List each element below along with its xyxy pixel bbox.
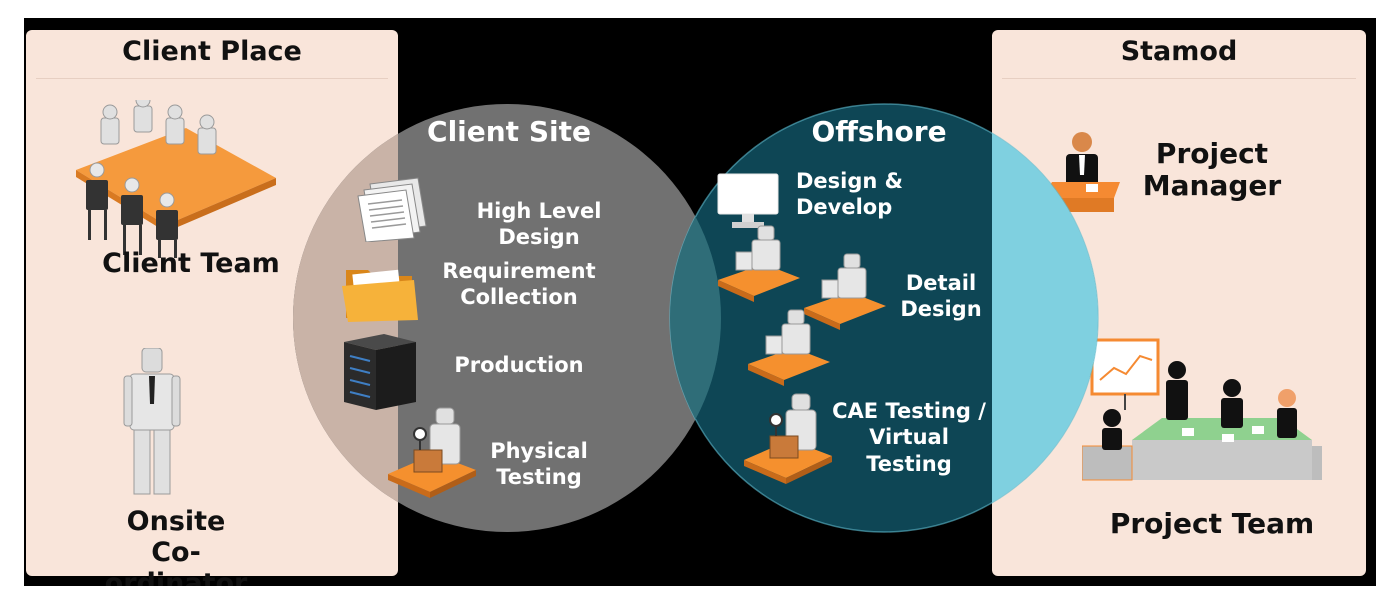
physical-line-2: Testing xyxy=(496,465,582,490)
cae-line-1: CAE Testing / xyxy=(832,399,986,423)
client-site-title: Client Site xyxy=(427,115,591,148)
coordinator-person-icon xyxy=(123,348,181,495)
design-line-2: Develop xyxy=(796,195,893,220)
detail-design-label: Detail Design xyxy=(896,270,986,323)
meeting-table-icon xyxy=(76,100,276,258)
cae-tester-desk-icon xyxy=(744,393,832,484)
high-level-design-label: High Level Design xyxy=(476,199,602,250)
workstations-icon xyxy=(718,225,886,386)
tester-desk-icon xyxy=(388,407,476,498)
divider xyxy=(1002,78,1356,79)
project-team-label: Project Team xyxy=(1109,507,1315,540)
client-team-label: Client Team xyxy=(102,248,280,279)
requirement-collection-label: Requirement Collection xyxy=(424,258,614,311)
design-line-1: Design & xyxy=(796,169,903,193)
project-team-icon xyxy=(1082,338,1322,481)
physical-line-1: Physical xyxy=(490,439,588,463)
stamod-title: Stamod xyxy=(1120,36,1238,67)
diagram-canvas: Client Place Client Team xyxy=(24,18,1376,586)
offshore-title: Offshore xyxy=(811,115,947,148)
requirement-line-2: Collection xyxy=(460,285,578,310)
stamod-panel: Stamod Project Manager xyxy=(992,30,1366,576)
requirement-line-1: Requirement xyxy=(442,259,596,283)
server-icon xyxy=(344,334,416,410)
cae-line-3: Testing xyxy=(866,451,952,476)
detail-line-1: Detail xyxy=(905,271,977,295)
project-manager-icon xyxy=(1042,132,1120,212)
offshore-circle-panel-overlap xyxy=(992,133,1098,503)
manager-line-2: Manager xyxy=(1142,169,1282,203)
coordinator-line-1: Onsite xyxy=(126,506,226,537)
folder-icon xyxy=(342,269,418,322)
production-label: Production xyxy=(454,353,584,377)
cae-testing-label: CAE Testing / Virtual Testing xyxy=(824,398,994,477)
coordinator-line-2: Co-ordinator xyxy=(104,537,248,586)
documents-icon xyxy=(357,177,427,242)
manager-line-1: Project xyxy=(1155,137,1269,170)
divider xyxy=(36,78,388,79)
cae-line-2: Virtual xyxy=(869,425,949,450)
design-develop-label: Design & Develop xyxy=(796,168,936,221)
onsite-coordinator-label: Onsite Co-ordinator xyxy=(96,506,256,586)
detail-line-2: Design xyxy=(900,297,982,322)
client-place-title: Client Place xyxy=(122,36,302,67)
project-manager-label: Project Manager xyxy=(1132,137,1292,203)
monitor-icon xyxy=(717,173,779,228)
circle-tints xyxy=(293,104,1098,532)
physical-testing-label: Physical Testing xyxy=(464,438,614,491)
